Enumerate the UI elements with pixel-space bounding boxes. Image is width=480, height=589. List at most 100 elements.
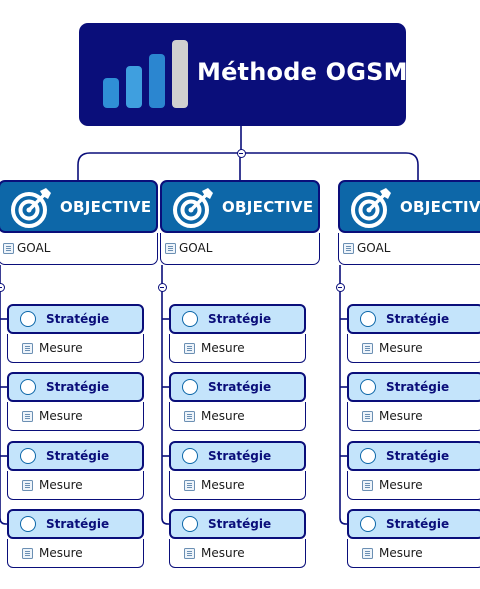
goal-label: GOAL: [179, 241, 213, 255]
list-icon: [184, 343, 195, 354]
strategy-node[interactable]: Stratégie: [169, 372, 306, 402]
measure-label: Mesure: [39, 546, 83, 560]
strategy-node[interactable]: Stratégie: [347, 372, 480, 402]
strategy-label: Stratégie: [46, 449, 110, 463]
circle-icon: [20, 448, 36, 464]
circle-icon: [20, 311, 36, 327]
measure-label: Mesure: [379, 478, 423, 492]
circle-icon: [360, 379, 376, 395]
strategy-label: Stratégie: [386, 380, 450, 394]
goal-node[interactable]: GOAL: [338, 233, 480, 265]
logo-bar: [149, 54, 165, 108]
strategy-label: Stratégie: [386, 517, 450, 531]
list-icon: [343, 243, 354, 254]
objective-label: OBJECTIVE: [400, 198, 480, 216]
objective-node[interactable]: OBJECTIVE: [160, 180, 320, 233]
circle-icon: [182, 516, 198, 532]
measure-node[interactable]: Mesure: [347, 471, 480, 500]
circle-icon: [182, 311, 198, 327]
measure-node[interactable]: Mesure: [7, 402, 144, 431]
strategy-node[interactable]: Stratégie: [7, 372, 144, 402]
objective-collapse-toggle[interactable]: [157, 283, 167, 292]
goal-node[interactable]: GOAL: [160, 233, 320, 265]
goal-node[interactable]: GOAL: [0, 233, 158, 265]
target-arrow-icon: [173, 188, 213, 228]
list-icon: [22, 411, 33, 422]
logo-bar: [103, 78, 119, 108]
target-arrow-icon: [11, 188, 51, 228]
measure-label: Mesure: [39, 409, 83, 423]
measure-label: Mesure: [39, 478, 83, 492]
objective-label: OBJECTIVE: [222, 198, 314, 216]
objective-node[interactable]: OBJECTIVE: [0, 180, 158, 233]
target-arrow-icon: [351, 188, 391, 228]
strategy-label: Stratégie: [386, 449, 450, 463]
strategy-label: Stratégie: [386, 312, 450, 326]
strategy-label: Stratégie: [208, 449, 272, 463]
objective-branch-connector: [77, 152, 419, 180]
measure-node[interactable]: Mesure: [169, 402, 306, 431]
strategy-node[interactable]: Stratégie: [347, 441, 480, 471]
logo-bar: [172, 40, 188, 108]
strategy-label: Stratégie: [46, 312, 110, 326]
measure-label: Mesure: [379, 546, 423, 560]
strategy-node[interactable]: Stratégie: [7, 304, 144, 334]
goal-label: GOAL: [17, 241, 51, 255]
strategy-label: Stratégie: [208, 380, 272, 394]
strategy-node[interactable]: Stratégie: [347, 304, 480, 334]
root-node[interactable]: Méthode OGSM: [79, 23, 408, 126]
list-icon: [184, 411, 195, 422]
list-icon: [184, 480, 195, 491]
list-icon: [362, 343, 373, 354]
measure-label: Mesure: [201, 409, 245, 423]
list-icon: [22, 480, 33, 491]
circle-icon: [182, 448, 198, 464]
measure-label: Mesure: [201, 546, 245, 560]
goal-label: GOAL: [357, 241, 391, 255]
measure-label: Mesure: [379, 409, 423, 423]
list-icon: [165, 243, 176, 254]
measure-node[interactable]: Mesure: [7, 471, 144, 500]
measure-label: Mesure: [201, 478, 245, 492]
circle-icon: [360, 516, 376, 532]
measure-label: Mesure: [201, 341, 245, 355]
objective-collapse-toggle[interactable]: [0, 283, 5, 292]
measure-label: Mesure: [379, 341, 423, 355]
objective-node[interactable]: OBJECTIVE: [338, 180, 480, 233]
strategy-connector: [161, 517, 169, 525]
measure-node[interactable]: Mesure: [169, 539, 306, 568]
objective-collapse-toggle[interactable]: [335, 283, 345, 292]
measure-node[interactable]: Mesure: [169, 471, 306, 500]
root-title: Méthode OGSM: [197, 58, 408, 86]
measure-node[interactable]: Mesure: [7, 334, 144, 363]
strategy-connector: [339, 517, 347, 525]
list-icon: [362, 411, 373, 422]
circle-icon: [20, 379, 36, 395]
logo-bar: [126, 66, 142, 108]
root-collapse-toggle[interactable]: [236, 148, 246, 158]
bar-chart-logo-icon: [103, 40, 189, 108]
strategy-node[interactable]: Stratégie: [7, 509, 144, 539]
strategy-node[interactable]: Stratégie: [169, 441, 306, 471]
list-icon: [22, 343, 33, 354]
measure-node[interactable]: Mesure: [169, 334, 306, 363]
strategy-node[interactable]: Stratégie: [7, 441, 144, 471]
strategy-label: Stratégie: [208, 517, 272, 531]
strategy-connector: [0, 517, 7, 525]
circle-icon: [360, 448, 376, 464]
measure-node[interactable]: Mesure: [347, 539, 480, 568]
circle-icon: [182, 379, 198, 395]
list-icon: [184, 548, 195, 559]
strategy-node[interactable]: Stratégie: [169, 509, 306, 539]
strategy-node[interactable]: Stratégie: [169, 304, 306, 334]
measure-node[interactable]: Mesure: [7, 539, 144, 568]
strategy-node[interactable]: Stratégie: [347, 509, 480, 539]
measure-node[interactable]: Mesure: [347, 334, 480, 363]
measure-node[interactable]: Mesure: [347, 402, 480, 431]
objective-label: OBJECTIVE: [60, 198, 152, 216]
circle-icon: [20, 516, 36, 532]
circle-icon: [360, 311, 376, 327]
list-icon: [3, 243, 14, 254]
